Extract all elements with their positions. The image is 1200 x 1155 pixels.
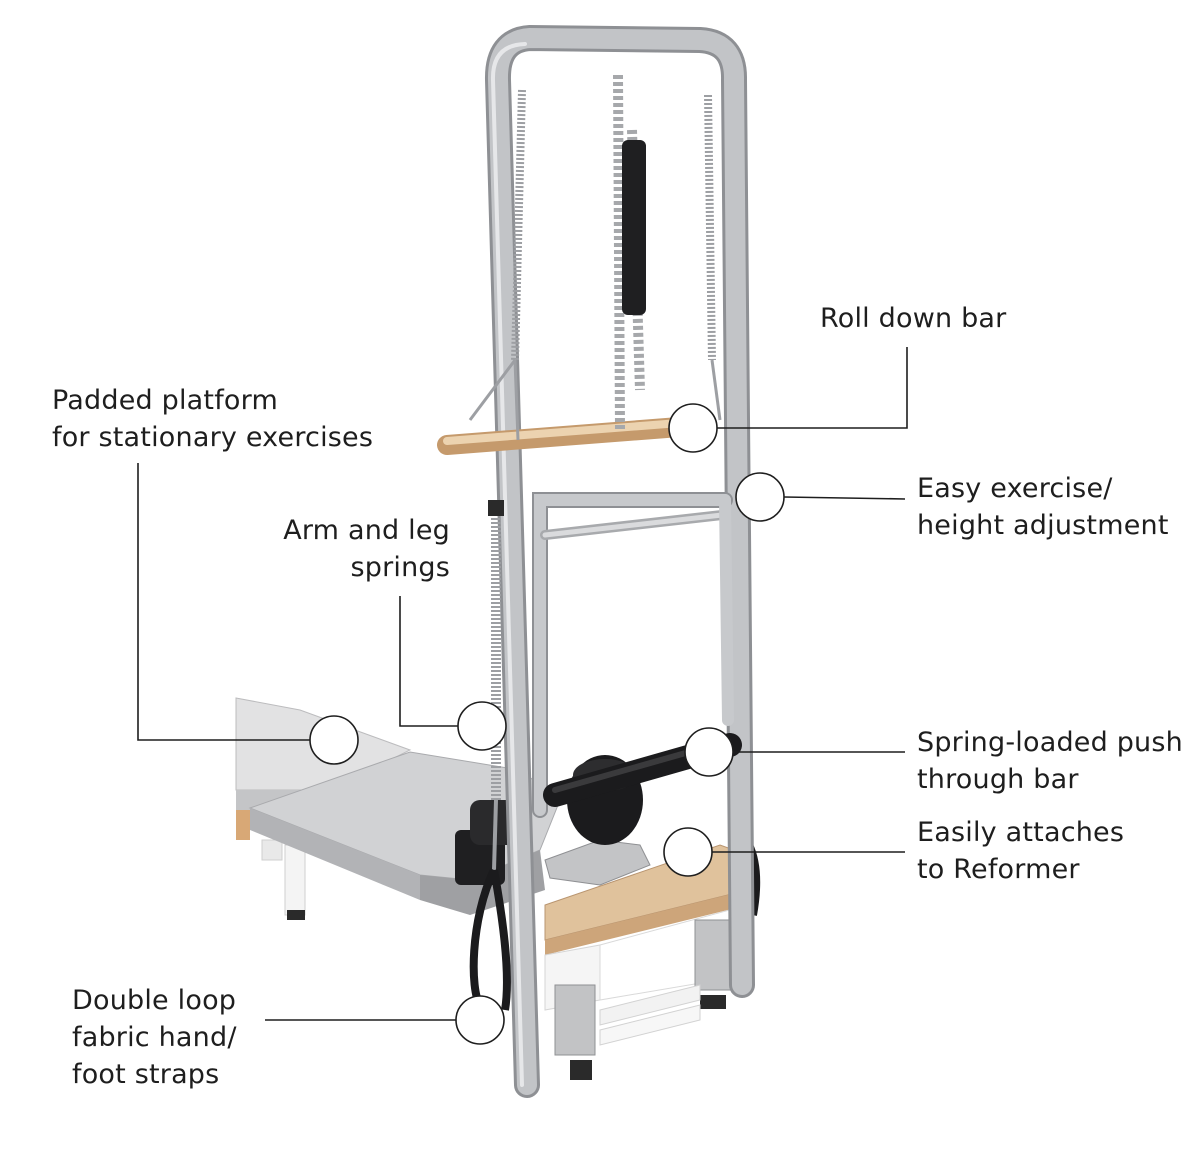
- callout-arm-leg-springs: Arm and leg springs: [240, 512, 450, 586]
- callout-line: Spring-loaded push: [917, 727, 1183, 758]
- callout-push-through-bar: Spring-loaded push through bar: [917, 724, 1183, 798]
- callout-line: fabric hand/: [72, 1022, 237, 1053]
- springs-and-chains: [468, 74, 722, 1011]
- callout-line: Easy exercise/: [917, 473, 1113, 504]
- leader-easy-adjustment: [783, 496, 906, 500]
- callout-attaches-reformer: Easily attaches to Reformer: [917, 814, 1124, 888]
- reformer-illustration: [235, 697, 761, 1080]
- callout-line: height adjustment: [917, 510, 1169, 541]
- marker-push-through-bar: [684, 727, 734, 777]
- callout-padded-platform: Padded platform for stationary exercises: [52, 382, 373, 456]
- marker-roll-down-bar: [668, 403, 718, 453]
- callout-line: Roll down bar: [820, 303, 1007, 334]
- callout-line: springs: [350, 552, 450, 583]
- callout-line: Double loop: [72, 985, 237, 1016]
- callout-line: Arm and leg: [283, 515, 450, 546]
- callout-roll-down-bar: Roll down bar: [820, 300, 1006, 337]
- leader-roll-down-bar: [717, 347, 908, 429]
- callout-line: for stationary exercises: [52, 422, 374, 453]
- callout-line: to Reformer: [917, 854, 1080, 885]
- leader-padded-platform: [137, 463, 310, 741]
- marker-arm-leg-springs: [457, 701, 507, 751]
- callout-line: through bar: [917, 764, 1079, 795]
- callout-easy-adjustment: Easy exercise/ height adjustment: [917, 470, 1169, 544]
- marker-attaches-reformer: [663, 827, 713, 877]
- callout-line: foot straps: [72, 1059, 220, 1090]
- tower-frame: [437, 24, 755, 1098]
- callout-hand-foot-straps: Double loop fabric hand/ foot straps: [72, 982, 237, 1093]
- leader-arm-leg-springs: [399, 596, 458, 727]
- callout-line: Padded platform: [52, 385, 278, 416]
- marker-hand-foot-straps: [455, 995, 505, 1045]
- callout-markers: [137, 347, 908, 1045]
- marker-easy-adjustment: [735, 472, 785, 522]
- marker-padded-platform: [309, 715, 359, 765]
- callout-line: Easily attaches: [917, 817, 1125, 848]
